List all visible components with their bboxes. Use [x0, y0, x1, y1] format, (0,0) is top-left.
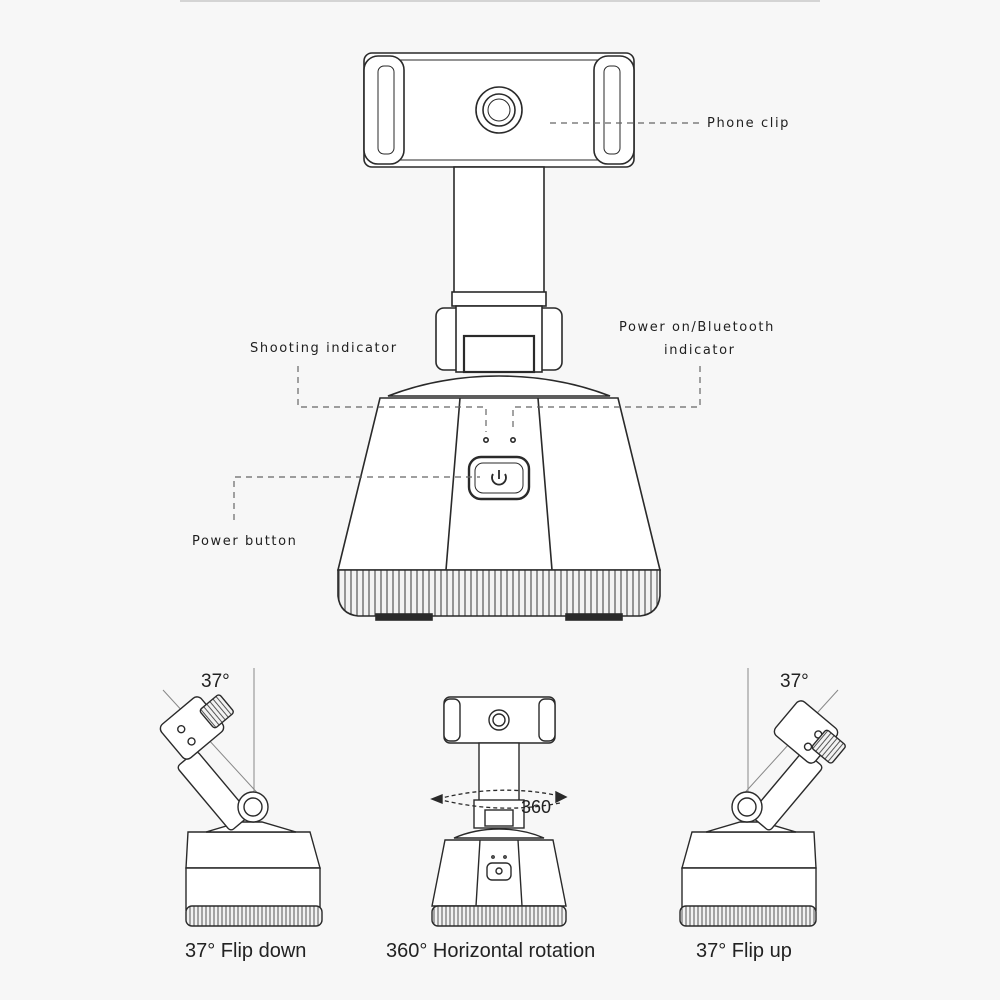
- flip-up-caption: 37° Flip up: [696, 940, 792, 962]
- rotation-caption: 360° Horizontal rotation: [386, 940, 596, 962]
- power-bluetooth-label-line1: Power on/Bluetooth: [619, 320, 775, 335]
- rotation-angle: 360: [521, 797, 552, 817]
- shooting-indicator-led: [482, 436, 489, 443]
- flip-down-view: [159, 668, 323, 927]
- flip-up-angle: 37°: [780, 671, 809, 692]
- bluetooth-indicator-led: [509, 436, 516, 443]
- main-device: [336, 52, 662, 621]
- arm: [453, 166, 545, 304]
- power-bluetooth-label-line2: indicator: [664, 343, 736, 358]
- flip-down-caption: 37° Flip down: [185, 940, 307, 962]
- clip-jaw-right: [593, 55, 635, 165]
- base-ribs: [337, 569, 661, 617]
- clip-jaw-left: [363, 55, 405, 165]
- flip-down-angle: 37°: [201, 671, 230, 692]
- leader-lines: [233, 122, 701, 520]
- rotation-view: [430, 696, 568, 927]
- phone-clip-label: Phone clip: [707, 116, 791, 131]
- shooting-indicator-label: Shooting indicator: [250, 341, 398, 356]
- base-top: [387, 375, 611, 397]
- power-button-label: Power button: [192, 534, 298, 549]
- flip-up-view: [679, 668, 846, 927]
